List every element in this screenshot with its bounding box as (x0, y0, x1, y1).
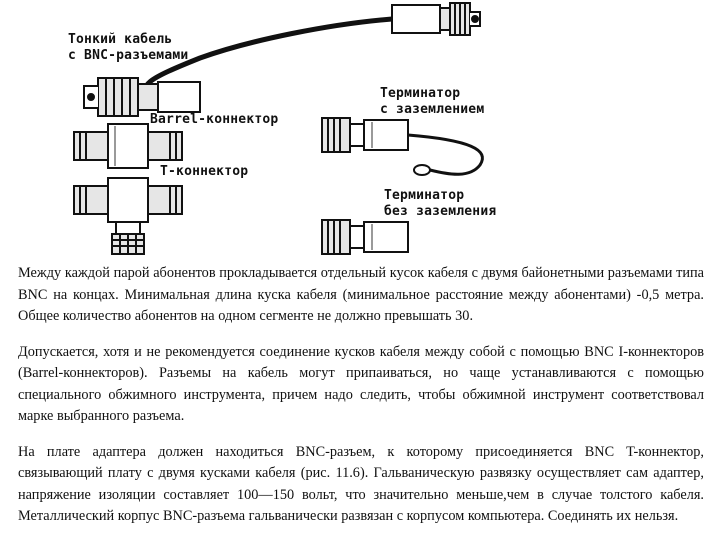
label-terminator-ungrounded-line-2: без заземления (384, 204, 497, 219)
terminator-grounded-illustration (321, 117, 484, 176)
label-barrel: Barrel-коннектор (150, 112, 279, 127)
barrel-connector-illustration (73, 123, 183, 169)
label-thin-cable: Тонкий кабель с BNC-разъемами (68, 32, 188, 64)
terminator-ungrounded-illustration (321, 219, 409, 255)
label-t-connector: T-коннектор (160, 164, 249, 179)
label-terminator-grounded-line-2: с заземлением (380, 102, 485, 117)
body-text: Между каждой парой абонентов прокладывае… (18, 263, 704, 542)
paragraph-2: Допускается, хотя и не рекомендуется сое… (18, 343, 704, 425)
paragraph-3: На плате адаптера должен находиться BNC-… (18, 443, 704, 525)
connector-illustration (73, 2, 484, 255)
label-terminator-ungrounded-line-1: Терминатор (384, 188, 465, 203)
t-connector-illustration (73, 177, 183, 255)
label-terminator-ungrounded: Терминатор без заземления (384, 188, 496, 220)
label-thin-cable-line-1: Тонкий кабель (68, 32, 173, 47)
label-terminator-grounded: Терминатор с заземлением (380, 86, 484, 118)
label-thin-cable-line-2: с BNC-разъемами (68, 48, 189, 63)
paragraph-1: Между каждой парой абонентов прокладывае… (18, 265, 704, 324)
thin-cable-illustration (83, 2, 481, 117)
connector-figure: Тонкий кабель с BNC-разъемами Barrel-кон… (0, 0, 720, 262)
label-terminator-grounded-line-1: Терминатор (380, 86, 461, 101)
